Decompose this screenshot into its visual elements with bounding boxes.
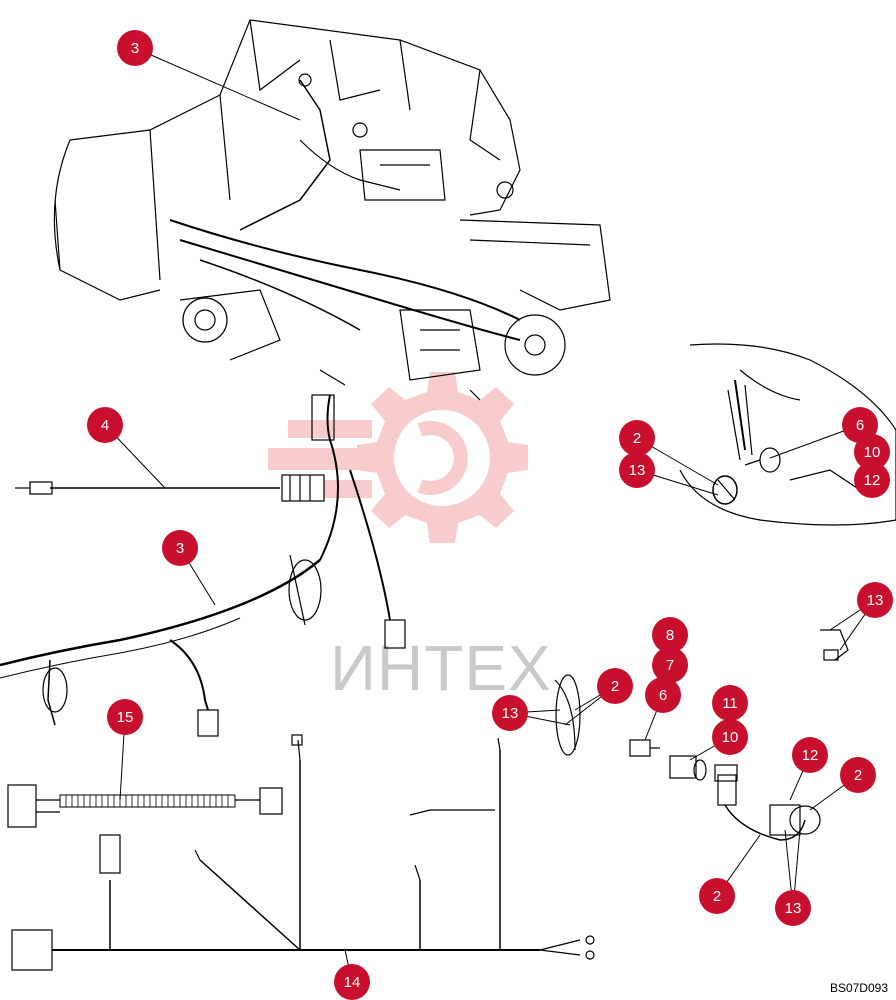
callout-12-connector: 12: [792, 737, 828, 773]
callouts: 3 4 3 2 13 6 10 12: [87, 30, 893, 1000]
harness-15-drawing: [7, 784, 283, 828]
callout-12-connector-label: 12: [802, 747, 819, 764]
figure-reference-code: BS07D093: [830, 981, 888, 995]
callout-12-inset-label: 12: [864, 472, 881, 489]
callout-7: 7: [652, 647, 688, 683]
callout-7-label: 7: [666, 657, 674, 674]
callout-6-inset: 6: [842, 407, 878, 443]
callout-13-clip: 13: [492, 695, 528, 731]
callout-11: 11: [712, 685, 748, 721]
callout-11-label: 11: [722, 695, 738, 712]
machine-frame-drawing: [53, 19, 611, 401]
callout-13-clip-label: 13: [502, 705, 519, 722]
callout-8-label: 8: [666, 627, 674, 644]
callout-3-mid-label: 3: [176, 540, 184, 557]
small-parts-drawing: [554, 629, 849, 841]
callout-13-connector-label: 13: [785, 900, 802, 917]
callout-2-connector-left: 2: [699, 878, 735, 914]
callout-15-label: 15: [117, 709, 134, 726]
callout-6-fitting: 6: [645, 677, 681, 713]
callout-6-fitting-label: 6: [659, 687, 667, 704]
callout-4: 4: [87, 407, 123, 443]
callout-10-fitting: 10: [712, 719, 748, 755]
callout-3-mid: 3: [162, 530, 198, 566]
callout-6-inset-label: 6: [856, 417, 864, 434]
watermark-logo: [268, 372, 528, 543]
callout-14-label: 14: [344, 974, 361, 991]
harness-3-drawing: [0, 394, 406, 737]
callout-4-label: 4: [101, 417, 109, 434]
watermark-text: ИНТЕХ: [330, 632, 552, 704]
callout-12-inset: 12: [854, 462, 890, 498]
callout-10-inset-label: 10: [864, 444, 881, 461]
callout-13-connector: 13: [775, 890, 811, 926]
callout-10-inset: 10: [854, 434, 890, 470]
callout-13-right: 13: [857, 582, 893, 618]
callout-2-inset-label: 2: [633, 430, 641, 447]
callout-2-clip-label: 2: [611, 678, 619, 695]
callout-10-fitting-label: 10: [722, 729, 739, 746]
harness-14-drawing: [11, 734, 595, 971]
callout-14: 14: [334, 964, 370, 1000]
callout-2-connector-right: 2: [840, 757, 876, 793]
callout-2-inset: 2: [619, 420, 655, 456]
callout-2-connector-right-label: 2: [854, 767, 862, 784]
callout-15: 15: [107, 699, 143, 735]
inset-detail-drawing: [679, 343, 896, 526]
callout-3-top-label: 3: [131, 40, 139, 57]
harness-4-drawing: [15, 474, 325, 502]
callout-3-top: 3: [117, 30, 153, 66]
callout-13-inset: 13: [619, 452, 655, 488]
callout-2-clip: 2: [597, 668, 633, 704]
callout-8: 8: [652, 617, 688, 653]
callout-13-inset-label: 13: [629, 462, 646, 479]
callout-2-connector-left-label: 2: [713, 888, 721, 905]
callout-13-right-label: 13: [867, 592, 884, 609]
